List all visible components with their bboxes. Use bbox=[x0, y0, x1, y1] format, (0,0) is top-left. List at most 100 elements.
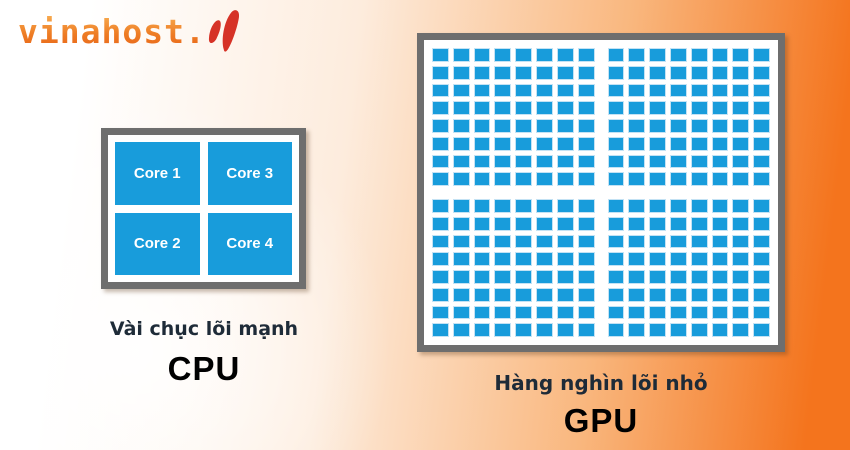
gpu-core-cell bbox=[690, 119, 708, 133]
gpu-core-cell bbox=[607, 234, 625, 249]
gpu-core-cell bbox=[607, 216, 625, 231]
gpu-core-cell bbox=[494, 199, 512, 213]
gpu-core-cell bbox=[452, 287, 470, 302]
gpu-core-cell bbox=[515, 172, 533, 186]
gpu-core-cell bbox=[753, 323, 770, 337]
gpu-core-cell bbox=[628, 119, 646, 133]
gpu-core-cell bbox=[628, 83, 646, 98]
gpu-core-cell bbox=[452, 172, 470, 186]
gpu-core-cell bbox=[515, 48, 533, 62]
gpu-core-cell bbox=[711, 270, 729, 284]
gpu-core-cell bbox=[494, 154, 512, 169]
gpu-core-cell bbox=[753, 48, 770, 62]
gpu-core-cell bbox=[649, 270, 666, 284]
gpu-core-cell bbox=[753, 119, 770, 133]
gpu-core-cell bbox=[577, 252, 595, 266]
gpu-core-cell bbox=[473, 172, 491, 186]
gpu-core-cell bbox=[536, 83, 553, 98]
gpu-core-cell bbox=[711, 234, 729, 249]
gpu-core-cell bbox=[711, 48, 729, 62]
gpu-core-cell bbox=[536, 305, 553, 320]
gpu-quadrant bbox=[607, 199, 770, 337]
gpu-core-cell bbox=[669, 199, 687, 213]
gpu-diagram bbox=[417, 33, 785, 352]
gpu-core-cell bbox=[473, 48, 491, 62]
gpu-core-cell bbox=[607, 83, 625, 98]
gpu-core-cell bbox=[515, 287, 533, 302]
gpu-core-cell bbox=[494, 323, 512, 337]
gpu-core-cell bbox=[649, 252, 666, 266]
gpu-core-cell bbox=[732, 154, 750, 169]
gpu-core-cell bbox=[690, 154, 708, 169]
gpu-core-cell bbox=[732, 48, 750, 62]
gpu-core-cell bbox=[515, 199, 533, 213]
gpu-core-cell bbox=[577, 172, 595, 186]
gpu-core-cell bbox=[669, 323, 687, 337]
gpu-core-cell bbox=[577, 48, 595, 62]
gpu-core-cell bbox=[515, 270, 533, 284]
gpu-core-cell bbox=[432, 48, 449, 62]
gpu-core-cell bbox=[515, 119, 533, 133]
gpu-core-cell bbox=[452, 234, 470, 249]
gpu-core-cell bbox=[628, 234, 646, 249]
gpu-core-cell bbox=[494, 252, 512, 266]
gpu-core-cell bbox=[556, 83, 574, 98]
gpu-core-cell bbox=[577, 323, 595, 337]
gpu-core-cell bbox=[432, 119, 449, 133]
gpu-core-cell bbox=[690, 136, 708, 151]
gpu-core-cell bbox=[452, 136, 470, 151]
gpu-core-cell bbox=[432, 323, 449, 337]
gpu-core-cell bbox=[711, 136, 729, 151]
cpu-core-3: Core 3 bbox=[205, 140, 294, 207]
gpu-core-cell bbox=[577, 234, 595, 249]
gpu-core-cell bbox=[556, 234, 574, 249]
gpu-core-cell bbox=[432, 154, 449, 169]
gpu-core-cell bbox=[753, 287, 770, 302]
gpu-core-cell bbox=[732, 199, 750, 213]
gpu-caption: Hàng nghìn lõi nhỏ bbox=[494, 371, 708, 395]
gpu-core-cell bbox=[753, 252, 770, 266]
gpu-core-cell bbox=[577, 270, 595, 284]
gpu-core-cell bbox=[732, 287, 750, 302]
gpu-core-cell bbox=[628, 154, 646, 169]
gpu-core-cell bbox=[711, 199, 729, 213]
gpu-core-cell bbox=[473, 252, 491, 266]
gpu-core-cell bbox=[473, 234, 491, 249]
gpu-core-cell bbox=[753, 199, 770, 213]
gpu-core-cell bbox=[536, 136, 553, 151]
gpu-core-cell bbox=[432, 172, 449, 186]
gpu-core-cell bbox=[628, 252, 646, 266]
gpu-core-cell bbox=[607, 119, 625, 133]
gpu-core-cell bbox=[732, 83, 750, 98]
gpu-core-cell bbox=[432, 270, 449, 284]
gpu-core-cell bbox=[649, 199, 666, 213]
gpu-core-cell bbox=[711, 119, 729, 133]
gpu-core-cell bbox=[669, 172, 687, 186]
gpu-core-cell bbox=[577, 65, 595, 80]
cpu-caption: Vài chục lõi mạnh bbox=[109, 318, 299, 340]
gpu-core-cell bbox=[536, 119, 553, 133]
gpu-core-cell bbox=[494, 216, 512, 231]
gpu-core-cell bbox=[711, 65, 729, 80]
gpu-core-cell bbox=[515, 154, 533, 169]
gpu-quadrant bbox=[432, 199, 595, 337]
gpu-core-cell bbox=[577, 101, 595, 115]
gpu-core-cell bbox=[690, 216, 708, 231]
gpu-core-cell bbox=[473, 136, 491, 151]
gpu-core-cell bbox=[473, 287, 491, 302]
gpu-core-cell bbox=[452, 119, 470, 133]
gpu-core-cell bbox=[607, 270, 625, 284]
gpu-core-cell bbox=[473, 216, 491, 231]
gpu-core-cell bbox=[452, 199, 470, 213]
gpu-core-cell bbox=[494, 136, 512, 151]
gpu-core-cell bbox=[432, 65, 449, 80]
gpu-core-cell bbox=[628, 65, 646, 80]
gpu-core-cell bbox=[452, 101, 470, 115]
gpu-core-cell bbox=[432, 83, 449, 98]
gpu-core-cell bbox=[432, 252, 449, 266]
gpu-core-cell bbox=[432, 287, 449, 302]
gpu-core-cell bbox=[536, 216, 553, 231]
gpu-core-cell bbox=[753, 305, 770, 320]
gpu-core-cell bbox=[577, 83, 595, 98]
gpu-core-cell bbox=[494, 119, 512, 133]
